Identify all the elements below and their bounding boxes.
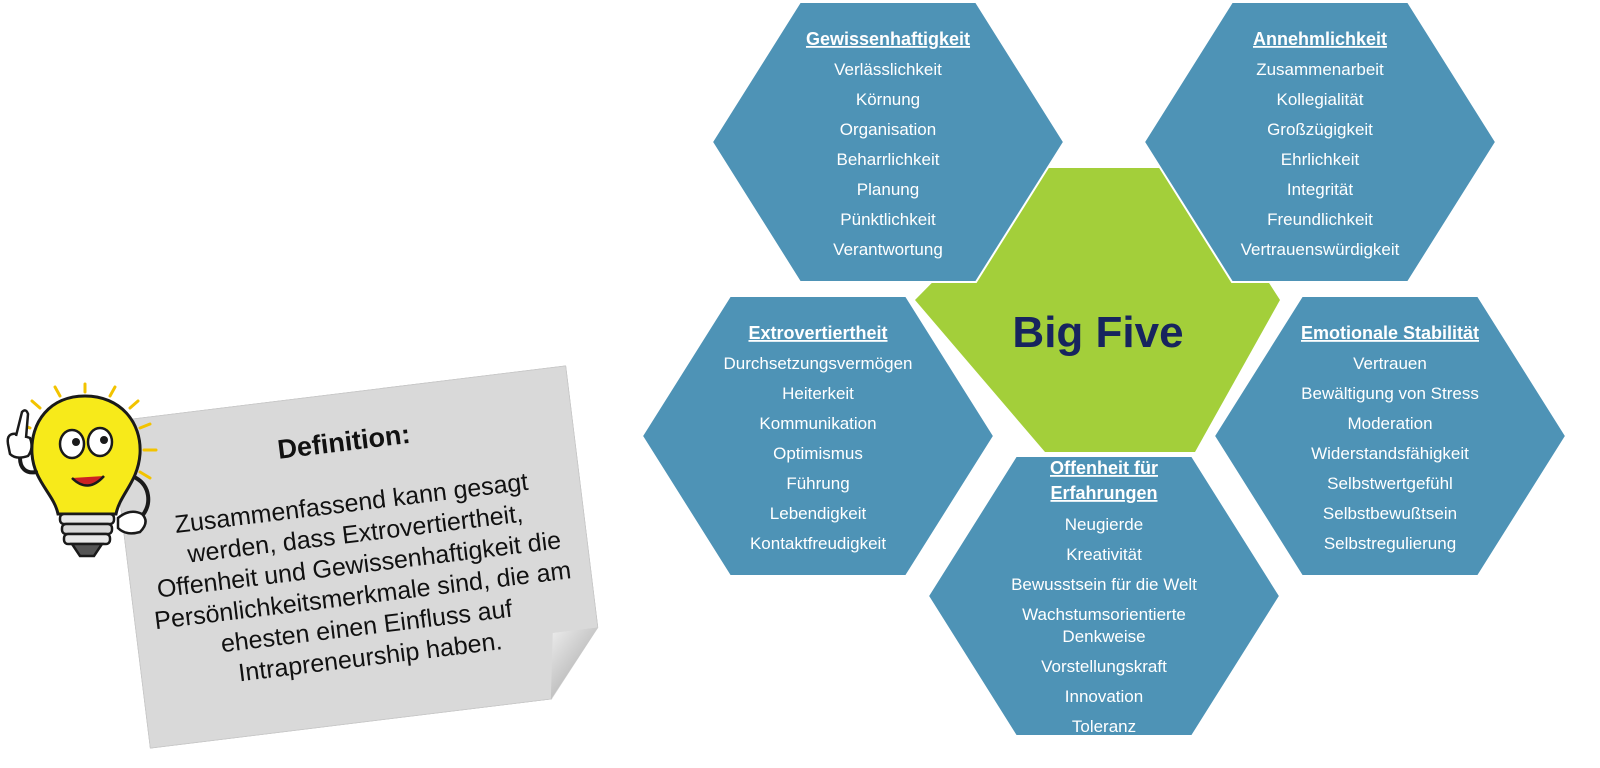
- hexagon-item: Verlässlichkeit: [834, 60, 942, 79]
- hexagon-item: Selbstwertgefühl: [1327, 474, 1453, 493]
- hexagon-item: Bewusstsein für die Welt: [1011, 575, 1197, 594]
- hexagon-item: Kommunikation: [759, 414, 876, 433]
- hexagon-title: Gewissenhaftigkeit: [806, 29, 970, 49]
- hexagon-title: Emotionale Stabilität: [1301, 323, 1479, 343]
- hexagon-item: Vorstellungskraft: [1041, 657, 1167, 676]
- hexagon-title: Extrovertiertheit: [748, 323, 887, 343]
- hexagon-item: Pünktlichkeit: [840, 210, 936, 229]
- hexagon-item: Selbstbewußtsein: [1323, 504, 1457, 523]
- definition-note: Definition: Zusammenfassend kann gesagt …: [110, 365, 607, 749]
- hexagon-item: Bewältigung von Stress: [1301, 384, 1479, 403]
- hexagon-item: Zusammenarbeit: [1256, 60, 1384, 79]
- hexagon-shape: [1142, 1, 1498, 283]
- hexagon-emotionale-stabilitaet: Emotionale StabilitätVertrauenBewältigun…: [1212, 295, 1568, 577]
- hexagon-item: Vertrauenswürdigkeit: [1241, 240, 1400, 259]
- hexagon-item: Körnung: [856, 90, 920, 109]
- hexagon-item: Kollegialität: [1277, 90, 1364, 109]
- hexagon-item: Organisation: [840, 120, 936, 139]
- hexagon-item: Heiterkeit: [782, 384, 854, 403]
- hexagon-item: Kreativität: [1066, 545, 1142, 564]
- hexagon-extrovertiertheit: ExtrovertiertheitDurchsetzungsvermögenHe…: [640, 295, 996, 577]
- hexagon-item: Verantwortung: [833, 240, 943, 259]
- center-title: Big Five: [1012, 308, 1183, 357]
- hexagon-item: Neugierde: [1065, 515, 1143, 534]
- hexagon-item: Widerstandsfähigkeit: [1311, 444, 1469, 463]
- hexagon-shape: [1212, 295, 1568, 577]
- hexagon-item: Freundlichkeit: [1267, 210, 1373, 229]
- hexagon-item: Kontaktfreudigkeit: [750, 534, 886, 553]
- hexagon-item: Vertrauen: [1353, 354, 1427, 373]
- hexagon-gewissenhaftigkeit: GewissenhaftigkeitVerlässlichkeitKörnung…: [710, 1, 1066, 283]
- hexagon-item: Optimismus: [773, 444, 863, 463]
- hexagon-title: Annehmlichkeit: [1253, 29, 1387, 49]
- hexagon-item: Innovation: [1065, 687, 1143, 706]
- hexagon-item: Toleranz: [1072, 717, 1136, 736]
- lightbulb-mascot-icon: [6, 382, 158, 558]
- hexagon-item: Beharrlichkeit: [837, 150, 940, 169]
- hexagon-item: Führung: [786, 474, 849, 493]
- hexagon-item: Integrität: [1287, 180, 1353, 199]
- hexagon-item: Planung: [857, 180, 919, 199]
- hexagon-item: Ehrlichkeit: [1281, 150, 1360, 169]
- hexagon-item: Moderation: [1347, 414, 1432, 433]
- hexagon-item: Lebendigkeit: [770, 504, 867, 523]
- hexagon-shape: [710, 1, 1066, 283]
- hexagon-item: Durchsetzungsvermögen: [724, 354, 913, 373]
- hexagon-item: Großzügigkeit: [1267, 120, 1373, 139]
- hexagon-shape: [640, 295, 996, 577]
- hexagon-shape: [926, 455, 1282, 737]
- hexagon-annehmlichkeit: AnnehmlichkeitZusammenarbeitKollegialitä…: [1142, 1, 1498, 283]
- center-hexagon: [915, 168, 1280, 452]
- hexagon-item: Selbstregulierung: [1324, 534, 1456, 553]
